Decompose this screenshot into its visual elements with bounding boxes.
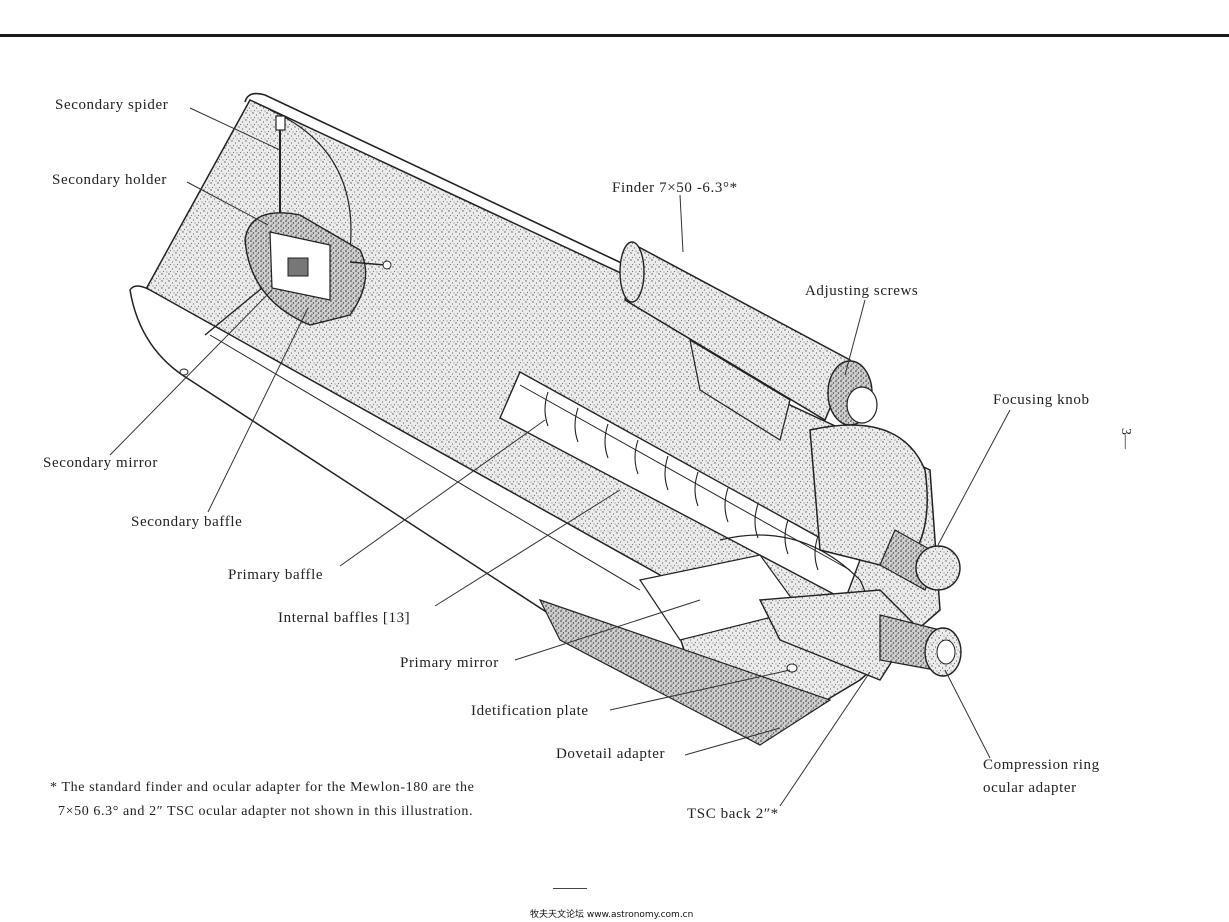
label-secondary-spider: Secondary spider [55,97,169,113]
label-finder: Finder 7×50 -6.3°* [612,180,738,196]
label-identification-plate: Idetification plate [471,703,589,719]
leader-lines [109,107,1011,807]
footnote: * The standard finder and ocular adapter… [50,776,474,824]
label-secondary-holder: Secondary holder [52,172,167,188]
footnote-line-1: * The standard finder and ocular adapter… [50,780,475,795]
top-rule [0,34,1229,37]
footnote-line-2: 7×50 6.3° and 2″ TSC ocular adapter not … [58,804,474,819]
label-ocular-adapter: ocular adapter [983,780,1077,796]
page-number: 3— [1118,428,1133,449]
label-secondary-mirror: Secondary mirror [43,455,158,471]
label-primary-mirror: Primary mirror [400,655,499,671]
footer-source: 牧夫天文论坛 www.astronomy.com.cn [530,910,694,920]
label-compression-ring: Compression ring [983,757,1100,773]
label-internal-baffles: Internal baffles [13] [278,610,411,626]
footer-rule [553,888,587,889]
label-secondary-baffle: Secondary baffle [131,514,243,530]
label-focusing-knob: Focusing knob [993,392,1090,408]
label-dovetail-adapter: Dovetail adapter [556,746,666,762]
label-primary-baffle: Primary baffle [228,567,324,583]
finder-scope [619,241,878,441]
dovetail-rail [538,598,832,746]
label-tsc-back: TSC back 2″* [687,806,779,822]
focuser-housing [758,424,962,681]
label-adjusting-screws: Adjusting screws [805,283,919,299]
secondary-assembly [204,115,392,336]
